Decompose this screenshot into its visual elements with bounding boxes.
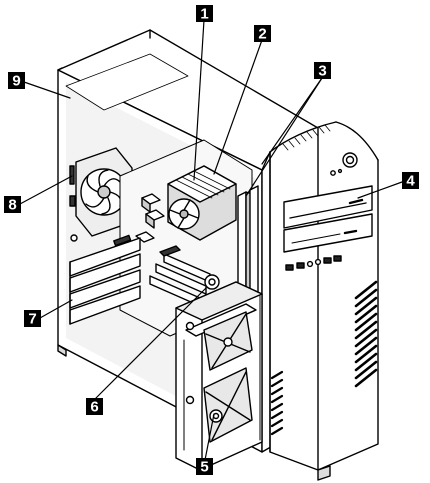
cpu-heatsink-fan <box>167 165 237 241</box>
expansion-slots <box>149 245 220 307</box>
front-grille <box>354 280 378 388</box>
power-supply-area <box>65 53 189 111</box>
rear-io-ports <box>69 165 78 242</box>
drive-bracket-upper <box>203 311 253 371</box>
bezel-top-grille <box>282 124 331 151</box>
power-button <box>342 152 358 168</box>
drive-bay-2 <box>283 213 373 253</box>
callout-8: 8 <box>4 196 21 214</box>
hard-drive-cage <box>175 281 263 471</box>
callout-5-label: 5 <box>200 459 208 476</box>
callout-1: 1 <box>196 5 213 23</box>
leader-1 <box>193 19 205 181</box>
callout-2: 2 <box>254 25 271 43</box>
callout-7: 7 <box>24 310 41 328</box>
chassis-foot-front <box>317 465 331 481</box>
callout-8-label: 8 <box>8 197 16 214</box>
callout-9: 9 <box>8 72 25 90</box>
front-panel-features <box>270 152 378 436</box>
front-bezel <box>269 121 379 471</box>
leader-9 <box>23 81 71 99</box>
drive-bracket-lower <box>203 367 253 443</box>
optical-drive-bay <box>283 185 373 229</box>
callout-5: 5 <box>196 458 213 476</box>
callout-2-label: 2 <box>258 26 266 43</box>
rear-system-fan <box>75 147 133 237</box>
leader-5 <box>204 413 215 461</box>
chassis-foot-rear <box>57 344 67 357</box>
internal-components <box>65 53 263 471</box>
callout-9-label: 9 <box>12 73 20 90</box>
side-vent <box>270 370 284 436</box>
leader-3a <box>245 77 323 197</box>
callout-3: 3 <box>314 62 331 80</box>
callout-7-label: 7 <box>28 311 36 328</box>
motherboard-chips <box>113 193 165 247</box>
callout-3-label: 3 <box>318 63 326 80</box>
callout-1-label: 1 <box>200 6 208 23</box>
bezel-top-vent <box>269 121 379 161</box>
leader-4 <box>357 181 403 199</box>
leader-2 <box>213 39 263 175</box>
leader-3b <box>261 77 323 165</box>
leader-8 <box>19 175 73 205</box>
leader-6 <box>95 287 207 399</box>
leader-lines <box>19 19 403 461</box>
callouts: 1 2 3 4 5 6 7 8 <box>4 5 419 476</box>
front-usb-audio-ports <box>285 255 342 271</box>
callout-4: 4 <box>402 172 419 190</box>
callout-4-label: 4 <box>406 173 415 190</box>
leader-7 <box>39 299 73 319</box>
pci-brackets <box>69 237 141 325</box>
callout-6: 6 <box>86 398 103 416</box>
callout-6-label: 6 <box>90 399 98 416</box>
